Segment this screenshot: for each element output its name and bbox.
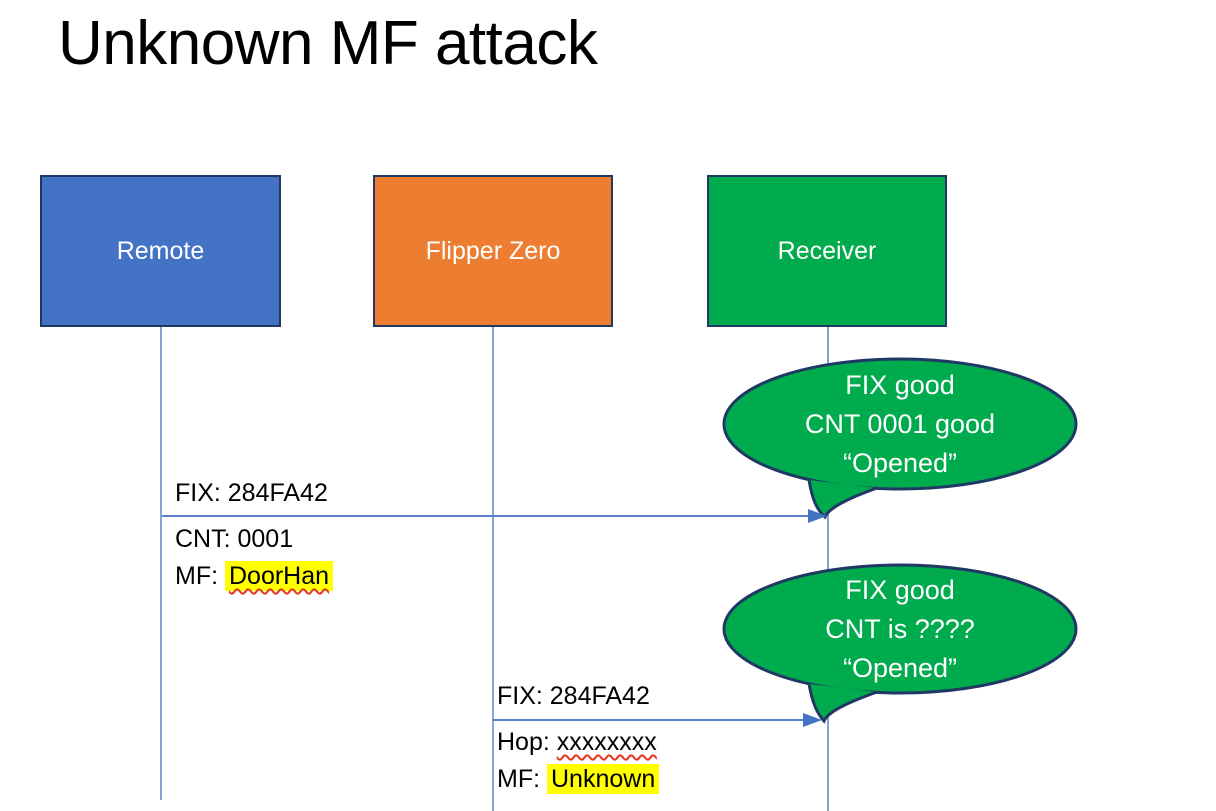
- field-prefix: Hop:: [497, 728, 557, 756]
- actor-box-remote: Remote: [40, 175, 281, 327]
- message-1-fix-label: FIX: 284FA42: [175, 479, 328, 507]
- callout-line: CNT is ????: [825, 614, 975, 644]
- message-1-arrowhead: [808, 509, 827, 523]
- field-value-highlighted: Unknown: [547, 764, 660, 794]
- callout-2-tail: [807, 682, 879, 724]
- callout-1-bubble: [722, 357, 1078, 491]
- field-value-misspelled: xxxxxxxx: [556, 728, 657, 756]
- message-1-mf-row: MF: DoorHan: [175, 558, 334, 595]
- message-2-details: Hop: xxxxxxxx MF: Unknown: [497, 724, 660, 798]
- callout-line: “Opened”: [842, 653, 958, 683]
- field-value-highlighted: DoorHan: [225, 561, 334, 591]
- actor-label-flipper-zero: Flipper Zero: [425, 236, 561, 265]
- message-1-details: CNT: 0001 MF: DoorHan: [175, 521, 334, 595]
- actor-box-receiver: Receiver: [707, 175, 947, 327]
- message-2-arrowhead: [803, 713, 822, 727]
- callout-1-text: FIX good CNT 0001 good “Opened”: [730, 366, 1070, 483]
- message-1-cnt-row: CNT: 0001: [175, 521, 333, 558]
- callout-line: CNT 0001 good: [804, 409, 996, 439]
- field-prefix: CNT:: [175, 525, 238, 553]
- field-prefix: MF:: [497, 765, 547, 793]
- callout-line: FIX good: [845, 370, 955, 400]
- callout-line: “Opened”: [842, 448, 958, 478]
- actor-box-flipper-zero: Flipper Zero: [373, 175, 613, 327]
- message-2-mf-row: MF: Unknown: [497, 761, 660, 798]
- actor-label-receiver: Receiver: [777, 236, 877, 265]
- callout-line: FIX good: [845, 575, 955, 605]
- callout-2-bubble: [722, 563, 1078, 695]
- callout-1-tail: [807, 478, 879, 520]
- callout-2-text: FIX good CNT is ???? “Opened”: [730, 571, 1070, 688]
- message-2-hop-row: Hop: xxxxxxxx: [497, 724, 659, 761]
- field-prefix: MF:: [175, 562, 225, 590]
- actor-label-remote: Remote: [116, 236, 205, 265]
- message-2-fix-label: FIX: 284FA42: [497, 682, 650, 710]
- slide-title: Unknown MF attack: [58, 9, 598, 78]
- field-value: 0001: [237, 525, 294, 553]
